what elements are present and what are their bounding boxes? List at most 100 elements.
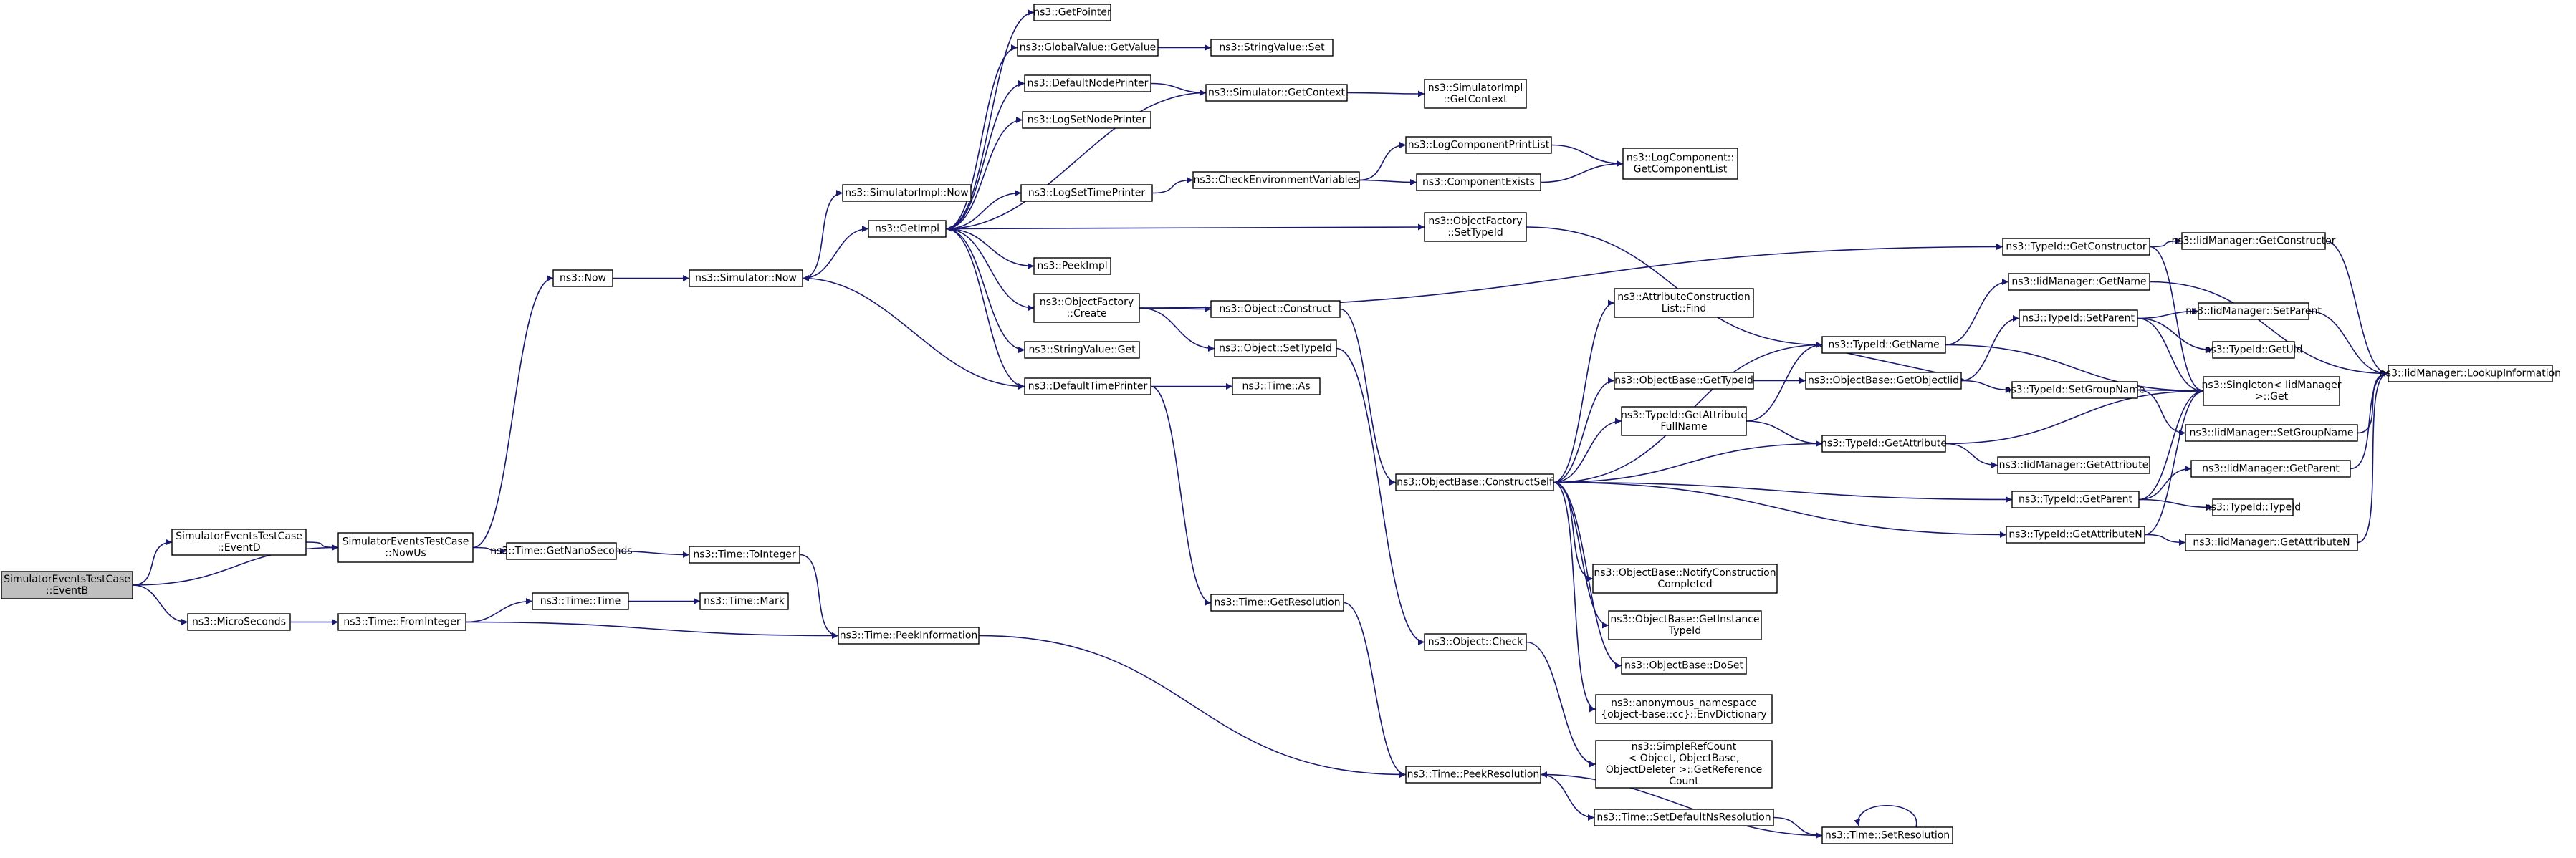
- node-box: [1594, 809, 1774, 826]
- node-box: [1, 571, 133, 599]
- function-node[interactable]: ns3::Time::Mark: [699, 592, 789, 610]
- call-edge: [1150, 82, 1207, 96]
- function-node[interactable]: ns3::TypeId::GetParent: [2011, 491, 2140, 508]
- node-box: [1405, 766, 1541, 784]
- call-edge: [945, 92, 1207, 232]
- function-node[interactable]: ns3::SimpleRefCount< Object, ObjectBase,…: [1595, 740, 1773, 789]
- node-box: [2008, 273, 2150, 291]
- node-label: ns3::SimulatorImpl::Now: [845, 188, 969, 199]
- node-label: {object-base::cc}::EnvDictionary: [1601, 709, 1766, 720]
- function-node[interactable]: ns3::Time::SetResolution: [1821, 826, 1953, 844]
- function-node[interactable]: ns3::Time::Time: [532, 592, 629, 610]
- call-edge: [945, 223, 1425, 231]
- node-label: ns3::StringValue::Set: [1219, 42, 1325, 54]
- function-node[interactable]: ns3::IidManager::GetName: [2008, 273, 2150, 291]
- function-node[interactable]: ns3::TypeId::SetGroupName: [2004, 381, 2145, 399]
- node-label: ns3::Time::SetResolution: [1825, 830, 1950, 842]
- node-label: ns3::LogComponent::: [1627, 153, 1734, 164]
- function-node[interactable]: ns3::IidManager::SetGroupName: [2185, 424, 2358, 442]
- function-node[interactable]: ns3::IidManager::GetParent: [2190, 460, 2351, 478]
- function-node[interactable]: ns3::GlobalValue::GetValue: [1017, 39, 1159, 57]
- function-node[interactable]: ns3::TypeId::GetAttributeN: [2006, 526, 2145, 544]
- function-node[interactable]: ns3::Time::FromInteger: [337, 613, 466, 631]
- function-node[interactable]: ns3::ObjectBase::NotifyConstructionCompl…: [1592, 564, 1778, 594]
- node-box: [2011, 491, 2140, 508]
- function-node[interactable]: ns3::IidManager::GetAttributeN: [2185, 534, 2358, 551]
- function-node[interactable]: ns3::ComponentExists: [1416, 173, 1541, 191]
- function-node[interactable]: ns3::GetPointer: [1033, 4, 1111, 21]
- function-node[interactable]: ns3::LogSetTimePrinter: [1020, 184, 1153, 202]
- function-node[interactable]: ns3::Object::Construct: [1210, 300, 1341, 318]
- node-label: ObjectDeleter >::GetReference: [1606, 764, 1762, 776]
- function-node[interactable]: ns3::Object::SetTypeId: [1214, 339, 1337, 357]
- function-node[interactable]: ns3::IidManager::SetParent: [2185, 302, 2322, 320]
- node-label: ns3::CheckEnvironmentVariables: [1194, 175, 1359, 186]
- node-box: [1424, 633, 1527, 651]
- function-node[interactable]: ns3::TypeId::SetParent: [2019, 309, 2138, 327]
- function-node[interactable]: ns3::Object::Check: [1424, 633, 1527, 651]
- function-node[interactable]: ns3::TypeId::GetUid: [2204, 341, 2303, 359]
- function-node[interactable]: ns3::Time::ToInteger: [689, 546, 800, 564]
- function-node[interactable]: ns3::anonymous_namespace{object-base::cc…: [1595, 694, 1773, 724]
- function-node[interactable]: ns3::DefaultTimePrinter: [1024, 377, 1151, 395]
- node-box: [171, 529, 307, 556]
- node-label: ns3::AttributeConstruction: [1617, 291, 1750, 303]
- function-node[interactable]: ns3::DefaultNodePrinter: [1024, 74, 1151, 92]
- call-edge: [1343, 602, 1407, 778]
- function-node[interactable]: ns3::Now: [552, 269, 613, 287]
- node-label: ns3::IidManager::SetParent: [2185, 306, 2322, 317]
- function-node[interactable]: ns3::ObjectFactory::SetTypeId: [1424, 212, 1527, 242]
- node-label: ns3::Simulator::GetContext: [1208, 87, 1346, 99]
- function-node[interactable]: ns3::SimulatorImpl::GetContext: [1424, 79, 1527, 109]
- node-box: [1214, 339, 1337, 357]
- call-edge: [945, 228, 1035, 312]
- function-node[interactable]: ns3::Singleton< IidManager>::Get: [2202, 376, 2342, 406]
- function-node[interactable]: ns3::ObjectBase::ConstructSelf: [1395, 473, 1554, 491]
- call-edge: [1139, 307, 1215, 352]
- function-node[interactable]: ns3::Simulator::Now: [689, 269, 803, 287]
- function-node[interactable]: SimulatorEventsTestCase::NowUs: [337, 532, 474, 563]
- function-node[interactable]: ns3::CheckEnvironmentVariables: [1192, 171, 1360, 189]
- function-node[interactable]: ns3::IidManager::LookupInformation: [2380, 365, 2561, 382]
- function-node[interactable]: ns3::Time::GetResolution: [1210, 594, 1344, 612]
- function-node[interactable]: ns3::TypeId::TypeId: [2205, 498, 2301, 516]
- function-node[interactable]: ns3::Time::PeekResolution: [1405, 766, 1541, 784]
- function-node[interactable]: ns3::LogComponent::GetComponentList: [1622, 148, 1738, 180]
- call-edge: [1336, 347, 1425, 645]
- focus-function-node: SimulatorEventsTestCase::EventB: [1, 571, 133, 599]
- function-node[interactable]: ns3::ObjectBase::GetObjectIid: [1805, 372, 1962, 390]
- function-node[interactable]: ns3::LogComponentPrintList: [1405, 136, 1552, 154]
- function-node[interactable]: ns3::TypeId::GetName: [1821, 336, 1946, 354]
- function-node[interactable]: ns3::IidManager::GetConstructor: [2171, 232, 2336, 250]
- function-node[interactable]: SimulatorEventsTestCase::EventD: [171, 529, 307, 556]
- call-edge: [1139, 244, 2003, 309]
- function-node[interactable]: ns3::TypeId::GetAttribute: [1821, 435, 1947, 453]
- node-label: ns3::TypeId::SetParent: [2022, 313, 2135, 324]
- function-node[interactable]: ns3::SimulatorImpl::Now: [842, 184, 972, 202]
- node-label: ns3::GetImpl: [875, 223, 939, 235]
- function-node[interactable]: ns3::ObjectBase::DoSet: [1621, 657, 1747, 675]
- function-node[interactable]: ns3::IidManager::GetAttribute: [1997, 456, 2150, 474]
- function-node[interactable]: ns3::Time::SetDefaultNsResolution: [1594, 809, 1774, 826]
- function-node[interactable]: ns3::StringValue::Get: [1024, 341, 1140, 359]
- function-node[interactable]: ns3::TypeId::GetConstructor: [2002, 238, 2150, 256]
- function-node[interactable]: ns3::ObjectBase::GetTypeId: [1614, 372, 1754, 390]
- call-edge: [1945, 387, 2204, 445]
- function-node[interactable]: ns3::Time::GetNanoSeconds: [490, 542, 633, 560]
- function-node[interactable]: ns3::Time::PeekInformation: [838, 627, 980, 645]
- function-node[interactable]: ns3::GetImpl: [868, 220, 947, 238]
- call-edge: [1526, 641, 1596, 768]
- function-node[interactable]: ns3::PeekImpl: [1033, 257, 1111, 275]
- function-node[interactable]: ns3::ObjectFactory::Create: [1033, 293, 1140, 323]
- node-label: ns3::Time::FromInteger: [343, 617, 460, 628]
- function-node[interactable]: ns3::Time::As: [1232, 377, 1321, 395]
- function-node[interactable]: ns3::StringValue::Set: [1210, 39, 1334, 57]
- function-node[interactable]: ns3::LogSetNodePrinter: [1022, 111, 1151, 129]
- function-node[interactable]: ns3::MicroSeconds: [187, 613, 291, 631]
- node-label: ns3::ObjectBase::DoSet: [1624, 660, 1743, 672]
- function-node[interactable]: ns3::Simulator::GetContext: [1205, 84, 1348, 102]
- node-box: [689, 269, 803, 287]
